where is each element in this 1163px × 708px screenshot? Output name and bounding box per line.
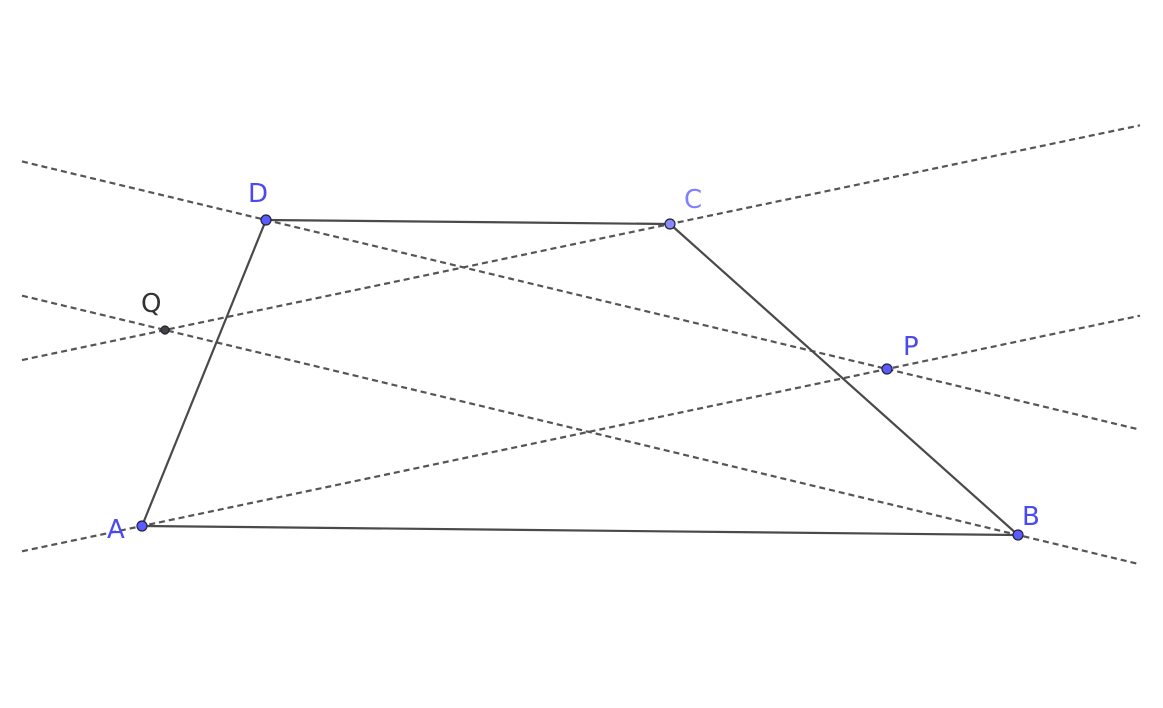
label-d: D xyxy=(248,179,268,209)
label-c: C xyxy=(684,185,702,215)
label-b: B xyxy=(1022,502,1040,532)
segment-bc xyxy=(669,223,1019,536)
label-a: A xyxy=(107,515,125,545)
dashed-lines-layer xyxy=(21,124,1141,566)
point-p[interactable] xyxy=(881,363,893,375)
point-b[interactable] xyxy=(1012,529,1024,541)
segment-ab xyxy=(141,524,1019,537)
label-p: P xyxy=(903,332,919,362)
segment-da xyxy=(140,219,268,527)
point-q[interactable] xyxy=(160,325,170,335)
dashed-line-qb xyxy=(21,294,1141,566)
dashed-line-ap xyxy=(21,314,1141,553)
point-a[interactable] xyxy=(136,520,148,532)
points-layer xyxy=(136,214,1024,541)
label-q: Q xyxy=(141,289,161,319)
point-c[interactable] xyxy=(664,218,676,230)
point-d[interactable] xyxy=(260,214,272,226)
quadrilateral-segments-layer xyxy=(140,218,1019,537)
segment-cd xyxy=(265,218,671,226)
dashed-line-dp xyxy=(21,160,1141,431)
dashed-line-qc xyxy=(21,124,1141,362)
labels-layer: A B C D P Q xyxy=(107,179,1040,545)
